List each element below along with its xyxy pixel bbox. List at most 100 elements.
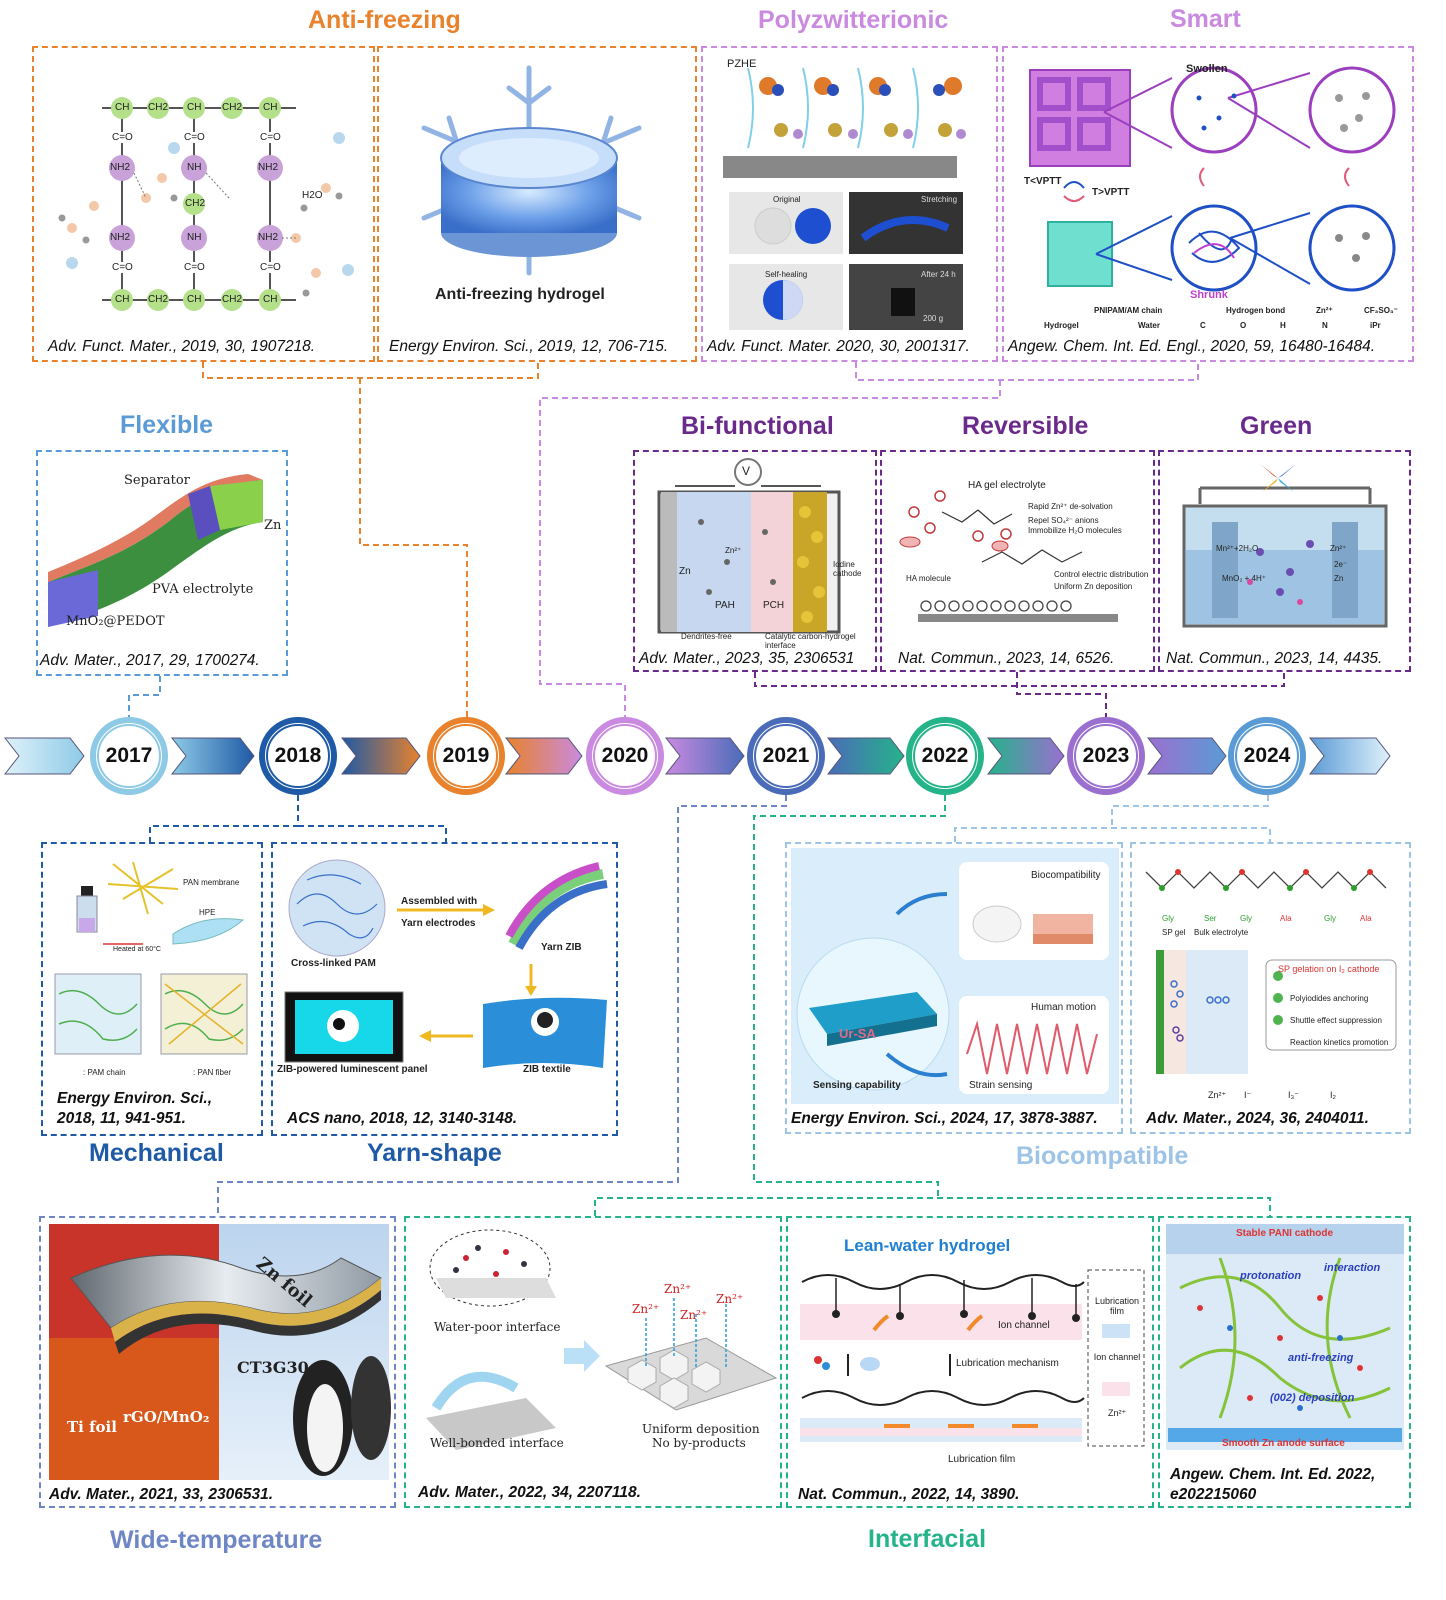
bio2-check-3: Reaction kinetics promotion [1290, 1038, 1389, 1047]
smart-t-low: T<VPTT [1024, 176, 1062, 187]
panel-anti-freezing-chemistry[interactable]: CH CH2 CH CH2 CH C=O C=O C=O NH2 NH NH2 … [32, 46, 375, 362]
panel-interfacial-pani[interactable]: Stable PANI cathode protonation interact… [1158, 1216, 1411, 1508]
year-ring-2024 [1228, 717, 1306, 795]
panel-polyzwitterionic[interactable]: PZHE Original Stretching Self-healing Af… [701, 46, 998, 362]
year-ring-2022 [906, 717, 984, 795]
if1-citation[interactable]: Adv. Mater., 2022, 34, 2207118. [418, 1484, 641, 1501]
bi-citation[interactable]: Adv. Mater., 2023, 35, 2306531 [639, 650, 855, 667]
year-2019[interactable]: 2019 [434, 724, 498, 788]
year-2018[interactable]: 2018 [266, 724, 330, 788]
af1-co-4: C=O [112, 262, 133, 273]
af1-ch-6: CH [263, 294, 278, 305]
if2-film: Lubrication film [948, 1454, 1016, 1465]
bio2-legend-i: I⁻ [1244, 1090, 1252, 1100]
panel-mechanical[interactable]: PAN membrane HPE Heated at 60°C : PAM ch… [41, 842, 263, 1136]
af1-co-2: C=O [184, 132, 205, 143]
panel-wide-temperature[interactable]: Zn foil CT3G30 Ti foil rGO/MnO₂ Adv. Mat… [39, 1216, 396, 1508]
snowflake-hydrogel-image [421, 65, 642, 276]
smart-shrunk: Shrunk [1190, 289, 1228, 301]
flex-citation[interactable]: Adv. Mater., 2017, 29, 1700274. [40, 652, 260, 669]
mech-heated: Heated at 60°C [113, 946, 161, 953]
af1-ch2-2: CH2 [222, 102, 243, 113]
bio1-sensing: Sensing capability [813, 1080, 901, 1091]
mech-hpe: HPE [199, 908, 216, 917]
panel-interfacial-lubrication[interactable]: Lean-water hydrogel Ion channel Lubricat… [786, 1216, 1154, 1508]
bio1-biocompat: Biocompatibility [1031, 870, 1101, 881]
category-flexible: Flexible [120, 411, 214, 439]
bio2-aa-1: Gly [1162, 914, 1174, 923]
panel-green[interactable]: Mn²⁺+2H₂O MnO₂ + 4H⁺ Zn²⁺ 2e⁻ Zn Nat. Co… [1158, 450, 1411, 672]
polymer-network-figure [58, 97, 354, 311]
year-2023[interactable]: 2023 [1074, 724, 1138, 788]
year-ring-2018 [259, 717, 337, 795]
year-2022[interactable]: 2022 [913, 724, 977, 788]
if3-citation-line2[interactable]: e202215060 [1170, 1486, 1257, 1503]
if1-zn-3: Zn²⁺ [680, 1308, 708, 1322]
if1-uniform: Uniform deposition [642, 1422, 760, 1436]
green-citation[interactable]: Nat. Commun., 2023, 14, 4435. [1166, 650, 1383, 667]
af1-ch-1: CH [115, 102, 130, 113]
mech-citation-line2[interactable]: 2018, 11, 941-951. [57, 1110, 186, 1127]
bio1-strain: Strain sensing [969, 1080, 1033, 1091]
bio2-bulk: Bulk electrolyte [1194, 928, 1249, 937]
pz-label: PZHE [727, 58, 757, 70]
af2-citation[interactable]: Energy Environ. Sci., 2019, 12, 706-715. [389, 338, 669, 355]
category-polyzwitterionic: Polyzwitterionic [758, 6, 949, 34]
panel-bi-functional[interactable]: V Zn Zn²⁺ PAH PCH Iodine cathode Dendrit… [633, 450, 877, 672]
smart-legend-c: C [1200, 321, 1206, 330]
bio1-human: Human motion [1031, 1002, 1097, 1013]
category-wide-temperature: Wide-temperature [110, 1526, 323, 1554]
rev-line-4: Control electric distribution [1054, 570, 1149, 579]
green-zn: Zn [1334, 574, 1344, 583]
smart-citation[interactable]: Angew. Chem. Int. Ed. Engl., 2020, 59, 1… [1008, 338, 1376, 355]
if1-bonded: Well-bonded interface [430, 1436, 564, 1450]
panel-yarn-shape[interactable]: Cross-linked PAM Assembled with Yarn ele… [271, 842, 618, 1136]
panel-interfacial-deposition[interactable]: Water-poor interface Well-bonded interfa… [404, 1216, 782, 1508]
panel-biocompatible-peptide[interactable]: Gly Ser Gly Ala Gly Ala SP gel Bulk elec… [1130, 842, 1411, 1134]
green-mno2: MnO₂ + 4H⁺ [1222, 574, 1267, 583]
green-battery-figure [1182, 464, 1388, 628]
panel-smart[interactable]: Swollen Shrunk T<VPTT T>VPTT PNIPAM/AM c… [1002, 46, 1414, 362]
bio1-citation[interactable]: Energy Environ. Sci., 2024, 17, 3878-388… [791, 1110, 1098, 1127]
smart-legend-ipr: iPr [1370, 321, 1381, 330]
pz-after: After 24 h [921, 270, 956, 279]
smart-legend-o: O [1240, 321, 1247, 330]
rev-title: HA gel electrolyte [968, 480, 1046, 491]
rev-line-3: Immobilize H₂O molecules [1028, 526, 1122, 535]
wt-ct: CT3G30 [237, 1358, 309, 1377]
if3-citation-line1[interactable]: Angew. Chem. Int. Ed. 2022, [1170, 1466, 1376, 1483]
smart-legend-n: N [1322, 321, 1328, 330]
bi-volt: V [742, 464, 751, 478]
panel-anti-freezing-hydrogel[interactable]: Anti-freezing hydrogel Energy Environ. S… [377, 46, 697, 362]
flex-zn: Zn [264, 518, 282, 533]
panel-reversible[interactable]: HA gel electrolyte Rapid Zn²⁺ de-solvati… [880, 450, 1155, 672]
if2-legend-film: Lubrication film [1094, 1296, 1140, 1316]
year-2024[interactable]: 2024 [1235, 724, 1299, 788]
year-2020[interactable]: 2020 [593, 724, 657, 788]
year-2017[interactable]: 2017 [97, 724, 161, 788]
af1-ch-5: CH [187, 294, 202, 305]
year-2021[interactable]: 2021 [754, 724, 818, 788]
bio2-legend-i3: I₃⁻ [1288, 1090, 1299, 1100]
flex-pva: PVA electrolyte [152, 582, 254, 597]
bi-pch: PCH [763, 600, 785, 611]
bio2-citation[interactable]: Adv. Mater., 2024, 36, 2404011. [1146, 1110, 1369, 1127]
yarn-citation[interactable]: ACS nano, 2018, 12, 3140-3148. [287, 1110, 518, 1127]
af1-nh-2: NH [187, 232, 202, 243]
af2-caption: Anti-freezing hydrogel [435, 286, 605, 303]
reversible-electrolyte-figure [899, 490, 1118, 622]
wt-citation[interactable]: Adv. Mater., 2021, 33, 2306531. [49, 1486, 274, 1503]
af1-citation[interactable]: Adv. Funct. Mater., 2019, 30, 1907218. [48, 338, 316, 355]
bi-iodine: Iodine cathode [833, 560, 862, 578]
panel-flexible[interactable]: Separator Zn PVA electrolyte MnO₂@PEDOT … [36, 450, 288, 676]
pz-citation[interactable]: Adv. Funct. Mater. 2020, 30, 2001317. [707, 338, 970, 355]
bio2-sp-gel: SP gel [1162, 928, 1186, 937]
mech-fiber: : PAN fiber [193, 1068, 232, 1077]
if2-citation[interactable]: Nat. Commun., 2022, 14, 3890. [798, 1486, 1020, 1503]
bio2-gelation: SP gelation on I₂ cathode [1278, 964, 1380, 974]
mech-citation-line1[interactable]: Energy Environ. Sci., [57, 1090, 213, 1107]
bio2-check-1: Polyiodides anchoring [1290, 994, 1369, 1003]
rev-citation[interactable]: Nat. Commun., 2023, 14, 6526. [898, 650, 1115, 667]
rev-line-1: Rapid Zn²⁺ de-solvation [1028, 502, 1113, 511]
panel-biocompatible-sensing[interactable]: Biocompatibility Human motion Ur-SA Sens… [785, 842, 1123, 1134]
